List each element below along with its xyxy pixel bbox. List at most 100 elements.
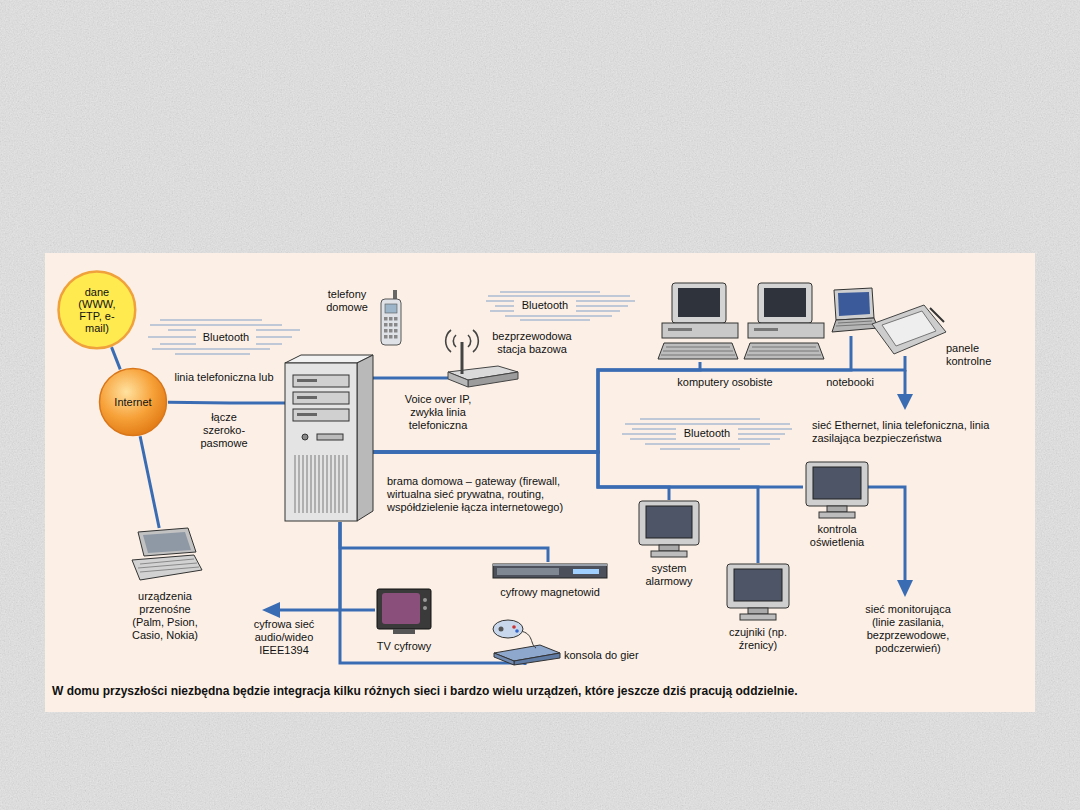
game-console-shape xyxy=(490,615,560,665)
gateway-server-shape-part xyxy=(357,355,373,521)
alarm-monitor-shape xyxy=(636,500,702,558)
network-arrow-head xyxy=(262,602,280,618)
alarm-monitor-shape-part xyxy=(639,501,699,545)
lighting-monitor-shape-part xyxy=(813,467,861,499)
phone-device-shape-part xyxy=(394,335,398,339)
connector-line xyxy=(340,522,548,562)
digital-tv-shape-part xyxy=(382,593,420,624)
alarm-monitor-shape-part xyxy=(646,506,692,538)
bluetooth-waves xyxy=(622,419,792,449)
pc-device-shape-part xyxy=(764,288,806,317)
internet-circle-shape-part xyxy=(100,369,167,436)
phone-device-shape-part xyxy=(384,317,388,321)
sensor-monitor-shape-part xyxy=(740,614,776,620)
connector-line xyxy=(112,347,121,369)
gateway-server-shape-part xyxy=(297,396,317,399)
bluetooth-label: Bluetooth xyxy=(516,299,574,312)
gateway-server-shape-part xyxy=(285,363,357,521)
lighting-monitor: kontrola oświetlenia xyxy=(803,461,871,519)
network-arrow-line xyxy=(904,370,907,396)
phone-device-shape-part xyxy=(381,299,401,345)
gateway-server-shape-part xyxy=(293,409,349,421)
lighting-monitor-shape-part xyxy=(827,506,847,512)
digital-tv-shape-part xyxy=(393,629,415,634)
connector-line xyxy=(340,522,375,610)
notebook-device-shape-part xyxy=(832,318,878,332)
game-console-shape-part xyxy=(512,625,516,629)
video-recorder-shape-part xyxy=(497,568,559,575)
network-label: sieć Ethernet, linia telefoniczna, linia… xyxy=(812,419,1008,445)
video-recorder-shape-part xyxy=(493,564,607,566)
phone-device-shape-part xyxy=(384,323,388,327)
phone-device-shape-part xyxy=(394,329,398,333)
network-arrow-head xyxy=(897,394,913,410)
phone-device-shape-part xyxy=(384,335,388,339)
gateway-server-shape xyxy=(285,355,373,522)
node-label: urządzenia przenośne (Palm, Psion, Casio… xyxy=(122,590,208,642)
portable-device-shape xyxy=(128,528,202,584)
pc-device-shape-part xyxy=(747,347,821,355)
node-label: telefony domowe xyxy=(320,288,374,314)
portable-device: urządzenia przenośne (Palm, Psion, Casio… xyxy=(128,528,202,584)
alarm-monitor: system alarmowy xyxy=(636,500,702,558)
portable-device-shape-part xyxy=(132,555,202,580)
node-label: Internet xyxy=(103,396,163,409)
network-label: linia telefoniczna lub xyxy=(174,371,274,384)
notebook-device-shape-part xyxy=(838,292,870,316)
network-label: sieć monitorująca (linie zasilania, bezp… xyxy=(856,603,960,655)
connector-line xyxy=(373,452,758,563)
node-label: komputery osobiste xyxy=(665,376,785,389)
node-label: TV cyfrowy xyxy=(364,640,444,653)
sensor-monitor-shape xyxy=(724,563,792,621)
pc-device-shape-part xyxy=(754,328,778,331)
notebook-device: notebooki xyxy=(824,288,878,336)
digital-tv-shape-part xyxy=(377,589,431,629)
gateway-server-shape-part xyxy=(293,392,349,404)
digital-tv-shape xyxy=(375,588,433,636)
bluetooth-label: Bluetooth xyxy=(678,427,736,440)
phone-device-shape-part xyxy=(389,329,393,333)
digital-tv-shape-part xyxy=(423,606,427,610)
node-label: system alarmowy xyxy=(632,562,706,588)
gateway-server-shape-part xyxy=(317,434,343,440)
phone-device-shape-part xyxy=(394,323,398,327)
portable-device-shape-part xyxy=(138,528,196,556)
node-label: notebooki xyxy=(810,376,890,389)
connector-line xyxy=(340,522,525,665)
connector-line xyxy=(373,377,448,380)
alarm-monitor-shape-part xyxy=(659,545,679,551)
connector-group xyxy=(112,336,905,665)
sensor-monitor-shape-part xyxy=(734,569,782,601)
pc-device-shape-part xyxy=(758,283,812,323)
notebook-device-shape-part xyxy=(836,321,874,326)
bluetooth-waves xyxy=(486,292,635,320)
gateway-server-shape-part xyxy=(302,434,308,440)
video-recorder-shape-part xyxy=(573,569,599,574)
pc-device: komputery osobiste xyxy=(658,282,826,362)
phone-device-shape-part xyxy=(389,323,393,327)
pc-device-shape-part xyxy=(672,283,726,323)
notebook-device-shape-part xyxy=(834,288,874,320)
network-arrow-line xyxy=(278,609,340,612)
gateway-server-shape-part xyxy=(297,413,317,416)
node-label: bezprzewodowa stacja bazowa xyxy=(482,330,582,356)
video-recorder-shape-part xyxy=(493,564,607,578)
phone-device-shape-part xyxy=(384,329,388,333)
phone-device-shape-part xyxy=(394,317,398,321)
gateway-server-shape-part xyxy=(297,379,317,382)
node-label: konsola do gier xyxy=(564,649,674,662)
bluetooth-label: Bluetooth xyxy=(198,331,254,344)
base-station: bezprzewodowa stacja bazowa xyxy=(448,326,520,388)
node-label: brama domowa – gateway (firewall, wirtua… xyxy=(387,475,587,514)
control-panel: panele kontrolne xyxy=(868,302,948,356)
base-station-shape-part xyxy=(461,342,464,374)
lighting-monitor-shape-part xyxy=(819,512,855,518)
video-recorder-shape xyxy=(493,562,607,580)
alarm-monitor-shape-part xyxy=(651,551,687,557)
control-panel-shape-part xyxy=(882,311,936,346)
network-label: cyfrowa sieć audio/wideo IEEE1394 xyxy=(242,618,326,657)
game-console-shape-part xyxy=(514,653,560,665)
